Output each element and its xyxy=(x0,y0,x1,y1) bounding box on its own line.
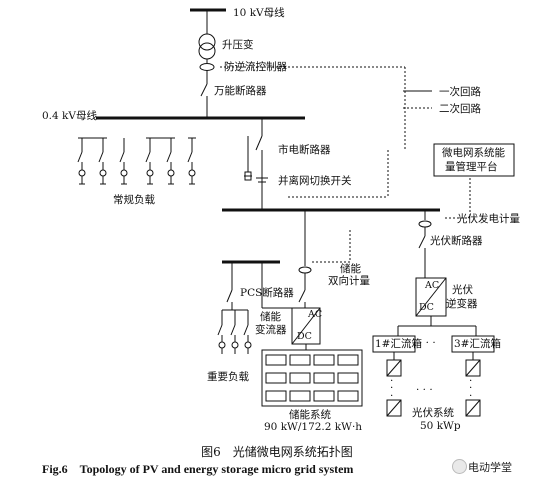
label-combiner-1: 1#汇流箱 xyxy=(375,338,422,350)
label-bus-10kv: 10 kV母线 xyxy=(233,7,285,19)
label-combiner-dots: · · · xyxy=(419,337,436,349)
mains-breaker-icon xyxy=(255,135,263,151)
label-universal-breaker: 万能断路器 xyxy=(214,85,267,97)
label-pv-system-capacity: 50 kWp xyxy=(420,420,461,432)
figure-caption-cn: 图6 光储微电网系统拓扑图 xyxy=(201,445,353,459)
figure-caption-en: Fig.6 Topology of PV and energy storage … xyxy=(42,462,354,476)
watermark-text: 电动学堂 xyxy=(468,461,512,474)
label-storage-system-capacity: 90 kW/172.2 kW·h xyxy=(264,421,363,433)
storage-converter-ac: AC xyxy=(308,309,323,320)
label-storage-metering-2: 双向计量 xyxy=(328,275,370,287)
label-storage-converter-2: 变流器 xyxy=(255,324,287,336)
pv-inverter-dc: DC xyxy=(419,302,434,313)
label-normal-load: 常规负载 xyxy=(113,194,155,206)
transformer-icon xyxy=(198,33,216,51)
legend-primary-label: 一次回路 xyxy=(439,86,481,98)
legend-secondary-label: 二次回路 xyxy=(439,103,481,115)
pv-string-dots-middle: · · · xyxy=(416,384,433,396)
label-important-load: 重要负载 xyxy=(207,371,249,383)
label-step-up-transformer: 升压变 xyxy=(222,39,254,51)
pv-strings-left xyxy=(386,352,402,417)
ems-label-line1: 微电网系统能 xyxy=(442,147,505,159)
pv-metering-ct-icon xyxy=(418,220,432,228)
ems-label-line2: 量管理平台 xyxy=(445,161,498,173)
label-pv-inverter-2: 逆变器 xyxy=(446,298,478,310)
label-storage-system-name: 储能系统 xyxy=(289,409,331,421)
label-grid-switch: 并离网切换开关 xyxy=(278,175,352,187)
universal-breaker-icon xyxy=(200,83,208,97)
pv-string-dots-right: ··· xyxy=(469,375,473,402)
watermark-icon xyxy=(452,459,467,474)
label-pv-breaker: 光伏断路器 xyxy=(430,235,483,247)
pcs-breaker-icon xyxy=(298,289,306,303)
pv-string-dots-left: ··· xyxy=(390,375,394,402)
ems-box xyxy=(433,143,515,177)
label-mains-breaker: 市电断路器 xyxy=(278,144,331,156)
label-storage-converter-1: 储能 xyxy=(260,311,281,323)
battery-cells xyxy=(265,354,359,402)
pv-inverter-ac: AC xyxy=(425,280,440,291)
label-combiner-3: 3#汇流箱 xyxy=(454,338,501,350)
label-pcs-breaker: PCS断路器 xyxy=(240,287,294,299)
label-anti-backflow: 防逆流控制器 xyxy=(224,61,287,73)
pv-strings-right xyxy=(465,352,481,417)
battery-rack xyxy=(261,349,363,407)
label-pv-system-name: 光伏系统 xyxy=(412,407,454,419)
label-bus-04kv: 0.4 kV母线 xyxy=(42,110,97,122)
anti-backflow-ct-icon xyxy=(199,63,215,71)
important-load-feeders xyxy=(217,262,252,354)
pv-breaker-icon xyxy=(418,235,426,249)
normal-load-feeders xyxy=(77,137,196,185)
storage-metering-ct-icon xyxy=(298,266,312,274)
storage-converter-dc: DC xyxy=(297,331,312,342)
label-pv-metering: 光伏发电计量 xyxy=(457,213,520,225)
label-pv-inverter-1: 光伏 xyxy=(452,284,473,296)
label-storage-metering-1: 储能 xyxy=(340,263,361,275)
